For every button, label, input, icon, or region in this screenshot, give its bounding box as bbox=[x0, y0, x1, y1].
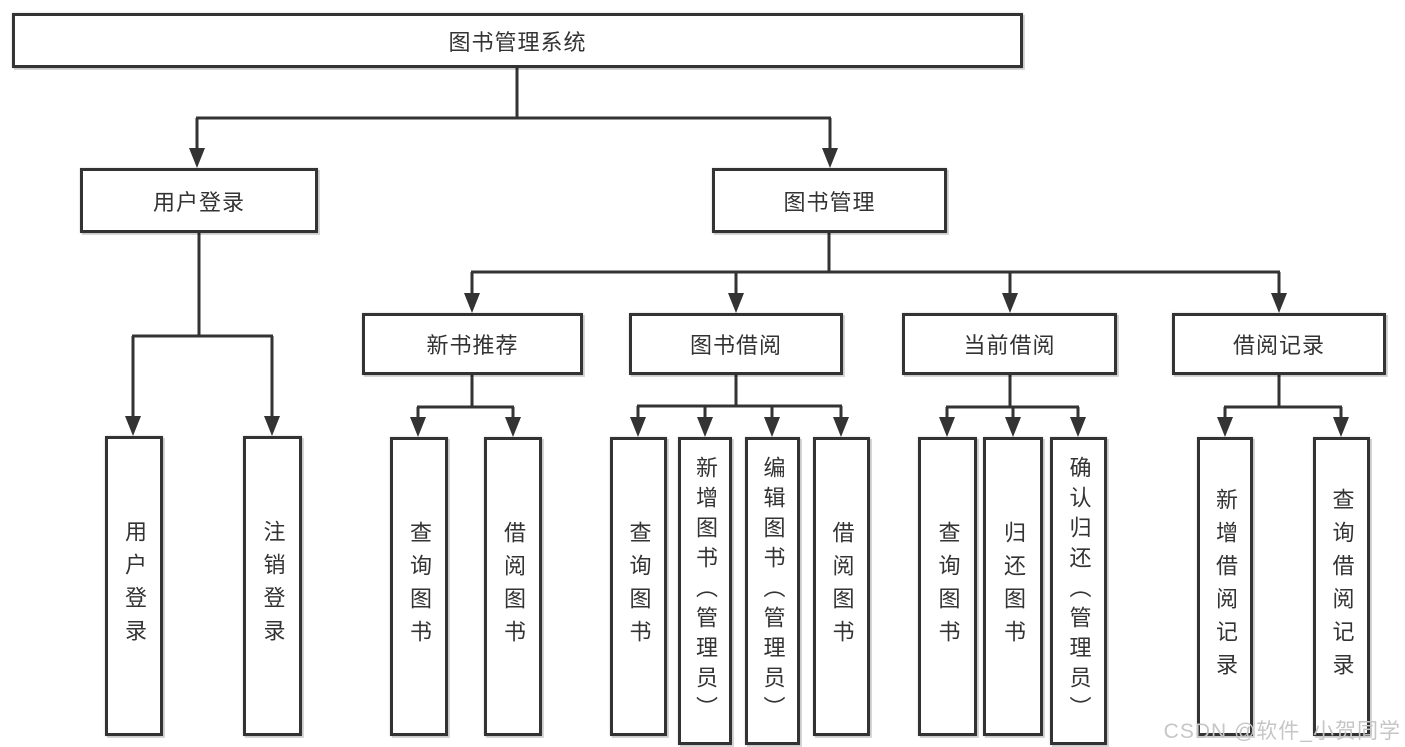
connector-lines bbox=[131, 68, 1343, 419]
node-current-borrowing: 当前借阅 bbox=[902, 313, 1117, 375]
arrow-down-icon bbox=[764, 417, 780, 437]
leaf-return-books: 归还图书 bbox=[983, 437, 1043, 736]
leaf-logout: 注销登录 bbox=[243, 436, 302, 736]
leaf-edit-book-admin: 编辑图书（管理员） bbox=[745, 437, 800, 745]
arrow-down-icon bbox=[833, 417, 849, 437]
node-borrowing-records: 借阅记录 bbox=[1172, 313, 1386, 375]
leaf-query-books-borrow: 查询图书 bbox=[610, 437, 667, 736]
arrow-down-icon bbox=[505, 417, 521, 437]
leaf-user-login: 用户登录 bbox=[105, 436, 163, 736]
leaf-query-borrow-record: 查询借阅记录 bbox=[1313, 437, 1370, 736]
leaf-query-books-current: 查询图书 bbox=[918, 437, 977, 736]
arrow-down-icon bbox=[939, 417, 955, 437]
arrow-down-icon bbox=[264, 416, 280, 436]
arrow-down-icon bbox=[1271, 293, 1287, 313]
node-new-book-recommendation: 新书推荐 bbox=[362, 313, 583, 375]
arrow-down-icon bbox=[189, 148, 205, 168]
arrow-down-icon bbox=[697, 417, 713, 437]
arrow-down-icon bbox=[1005, 417, 1021, 437]
node-user-login: 用户登录 bbox=[80, 168, 318, 233]
leaf-borrow-books-recommend: 借阅图书 bbox=[484, 437, 542, 736]
leaf-query-books-recommend: 查询图书 bbox=[390, 437, 448, 736]
arrow-down-icon bbox=[464, 293, 480, 313]
arrow-down-icon bbox=[728, 293, 744, 313]
arrow-down-icon bbox=[1217, 417, 1233, 437]
node-book-borrowing: 图书借阅 bbox=[629, 313, 843, 375]
node-book-management: 图书管理 bbox=[712, 168, 947, 233]
leaf-add-borrow-record: 新增借阅记录 bbox=[1197, 437, 1253, 736]
watermark-text: CSDN @软件_小贺同学 bbox=[1163, 720, 1401, 743]
leaf-add-book-admin: 新增图书（管理员） bbox=[678, 437, 732, 745]
leaf-confirm-return-admin: 确认归还（管理员） bbox=[1050, 437, 1107, 745]
arrow-down-icon bbox=[1070, 417, 1086, 437]
arrow-down-icon bbox=[1333, 417, 1349, 437]
leaf-borrow-books-borrow: 借阅图书 bbox=[813, 437, 870, 736]
arrow-down-icon bbox=[630, 417, 646, 437]
arrow-down-icon bbox=[410, 417, 426, 437]
arrow-down-icon bbox=[822, 148, 838, 168]
arrow-down-icon bbox=[125, 416, 141, 436]
node-library-management-system: 图书管理系统 bbox=[12, 13, 1023, 68]
arrow-down-icon bbox=[1002, 293, 1018, 313]
